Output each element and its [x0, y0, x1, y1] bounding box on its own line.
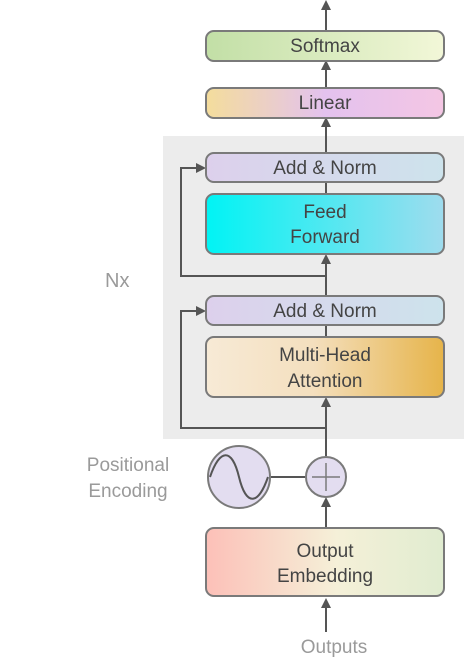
linear-label: Linear — [299, 93, 352, 114]
attention-label-line1: Multi-Head — [279, 345, 371, 366]
residual-arrow-attention — [180, 306, 326, 429]
nx-label: Nx — [105, 270, 129, 292]
multi-head-attention-block: Multi-Head Attention — [205, 336, 445, 398]
connectors — [180, 0, 331, 632]
outputs-label: Outputs — [301, 637, 368, 658]
add-norm-top-label: Add & Norm — [273, 158, 376, 179]
softmax-label: Softmax — [290, 36, 360, 57]
attention-label-line2: Attention — [288, 371, 363, 392]
output-embedding-block: Output Embedding — [205, 527, 445, 597]
add-norm-bottom-block: Add & Norm — [205, 295, 445, 326]
feed-forward-label-line2: Forward — [290, 227, 360, 248]
positional-encoding-wave-icon — [207, 445, 271, 509]
embedding-label-line2: Embedding — [277, 566, 373, 587]
residual-arrow-ff — [180, 163, 326, 277]
feed-forward-block: Feed Forward — [205, 193, 445, 255]
positional-encoding-label-line1: Positional — [87, 455, 169, 476]
add-norm-bottom-label: Add & Norm — [273, 301, 376, 322]
embedding-label-line1: Output — [296, 541, 354, 562]
softmax-block: Softmax — [205, 30, 445, 62]
add-operator-icon — [305, 456, 347, 498]
feed-forward-label-line1: Feed — [303, 202, 346, 223]
positional-encoding-label-line2: Encoding — [88, 481, 167, 502]
linear-block: Linear — [205, 87, 445, 119]
add-norm-top-block: Add & Norm — [205, 152, 445, 183]
